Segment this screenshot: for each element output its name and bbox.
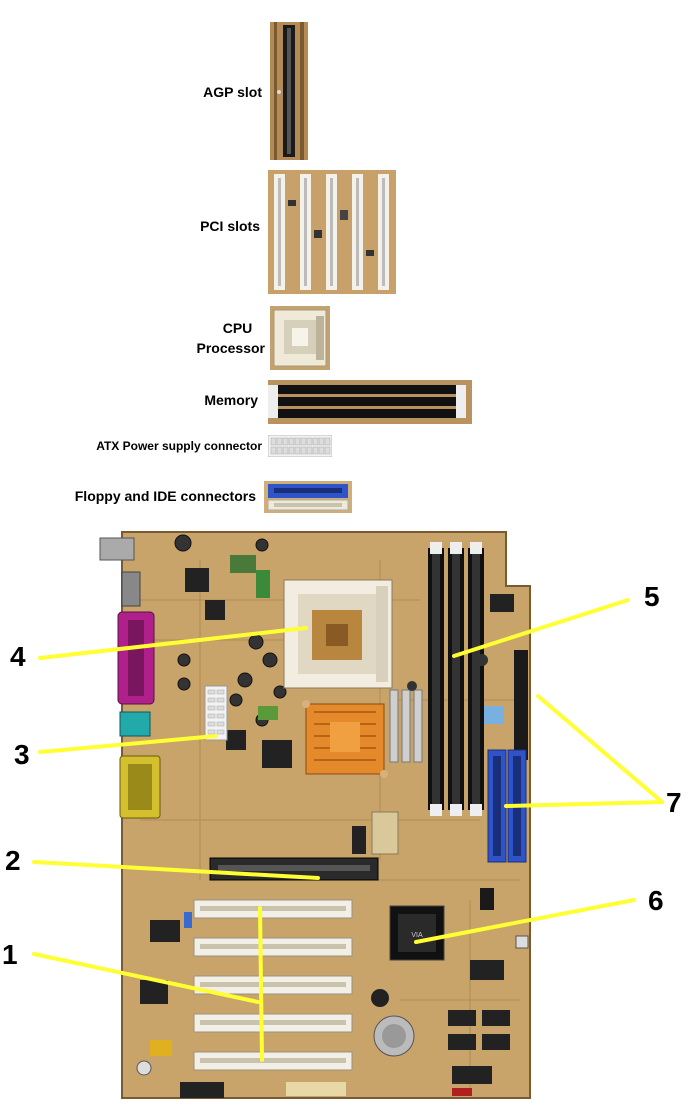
- callout-3: 3: [14, 739, 30, 770]
- callout-pointers: [32, 598, 664, 1062]
- cpu-socket-image: [270, 306, 330, 370]
- memory-label: Memory: [204, 392, 258, 408]
- cpu-label-line2: Processor: [196, 340, 265, 356]
- pointer-1: [32, 952, 260, 1004]
- floppy-ide-label: Floppy and IDE connectors: [74, 488, 256, 504]
- atx-power-image: [268, 435, 332, 457]
- pci-slots-label: PCI slots: [200, 218, 260, 234]
- callout-5: 5: [644, 581, 660, 612]
- pointer-7a: [536, 694, 664, 804]
- pointer-5: [452, 598, 630, 658]
- svg-text:VIA: VIA: [411, 932, 423, 939]
- floppy-ide-image: [264, 481, 352, 513]
- board-dimm-slots: [428, 548, 484, 810]
- callout-7: 7: [666, 787, 682, 818]
- callout-4: 4: [10, 641, 26, 672]
- rear-io-ports: [99, 537, 135, 561]
- pointer-6: [414, 898, 636, 944]
- pointer-2: [32, 860, 320, 880]
- memory-slots-image: [268, 380, 472, 424]
- callout-6: 6: [648, 885, 664, 916]
- agp-slot-image: [270, 22, 308, 160]
- cpu-label-line1: CPU: [222, 320, 253, 336]
- callout-2: 2: [5, 845, 21, 876]
- atx-power-label: ATX Power supply connector: [96, 439, 262, 453]
- callout-1: 1: [2, 939, 18, 970]
- pci-slots-image: [268, 170, 396, 294]
- pointer-7b: [504, 800, 664, 808]
- agp-slot-label: AGP slot: [203, 84, 262, 100]
- pointer-4: [38, 626, 308, 660]
- pointer-3: [38, 734, 218, 754]
